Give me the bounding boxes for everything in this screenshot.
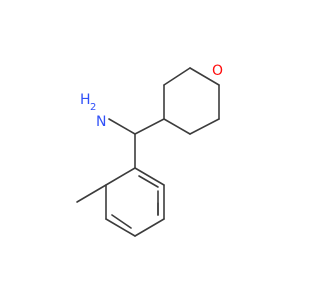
- double-bond-inner-3: [111, 214, 132, 229]
- bond-ar6-ar1: [105, 167, 136, 186]
- bond-o-c5: [189, 67, 220, 86]
- bond-ar3-ar4: [134, 218, 165, 237]
- bond-ar4-ar5: [105, 218, 136, 237]
- bond-c5-c1: [163, 67, 191, 86]
- oxygen-label-bg: [210, 62, 227, 79]
- benzene-ring: [105, 167, 165, 237]
- bond-ar1-ar2: [134, 167, 165, 186]
- bond-methine-to-amine: [108, 118, 136, 135]
- oxygen-label: O: [212, 63, 223, 79]
- molecule-structure: H 2 N O: [76, 62, 227, 237]
- bond-c2-c3: [163, 118, 191, 135]
- bond-methyl: [76, 184, 107, 203]
- amine-n-label: N: [96, 114, 106, 130]
- amine-label: H 2 N: [80, 92, 106, 130]
- double-bond-inner-1: [138, 175, 159, 188]
- amine-h-label: H: [80, 92, 91, 108]
- amine-h-count: 2: [90, 102, 96, 113]
- pyran-ring: [163, 67, 220, 135]
- bond-ring-to-methine: [134, 118, 165, 135]
- bond-c3-c4: [189, 118, 220, 135]
